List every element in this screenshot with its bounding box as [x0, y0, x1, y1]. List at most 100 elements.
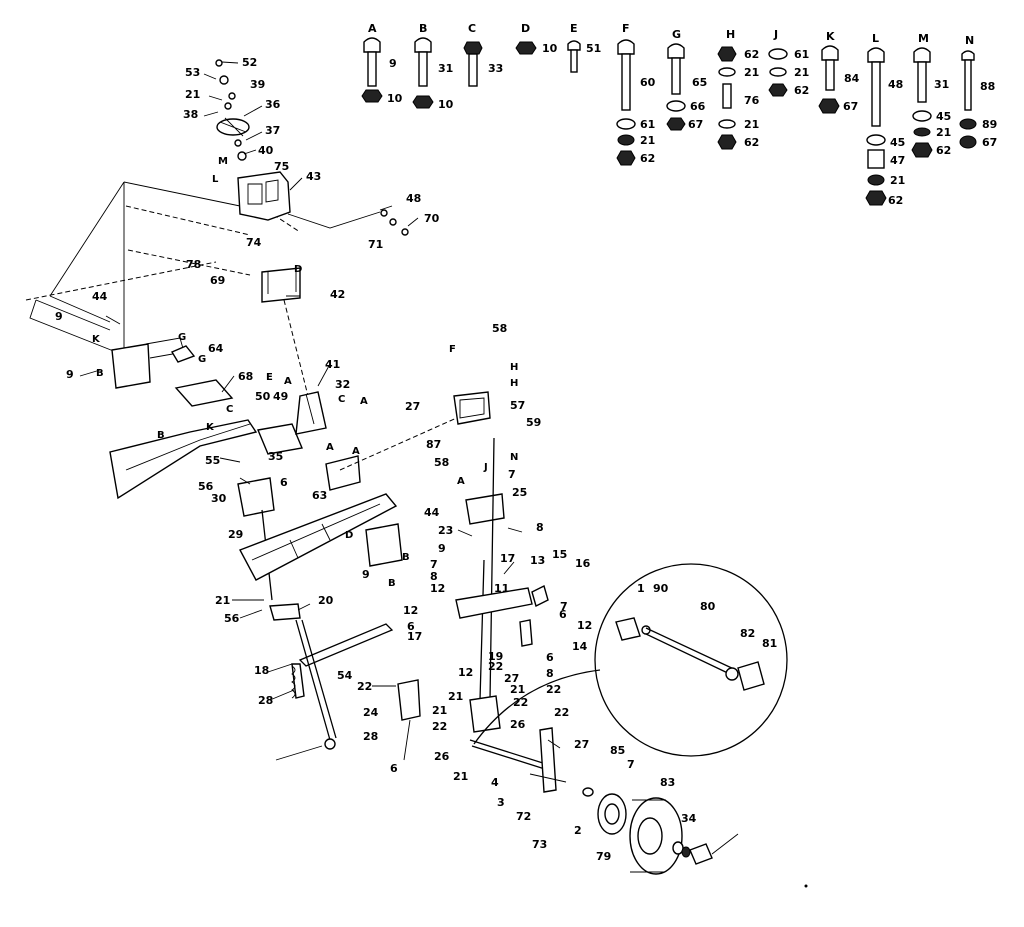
- hardware-group-n: N 88 89 67: [959, 34, 997, 149]
- callout-label: 6: [559, 608, 567, 621]
- part-label: 21: [890, 174, 905, 187]
- part-label: 45: [936, 110, 951, 123]
- callout-label: 48: [406, 192, 421, 205]
- hardware-letter-l: L: [872, 32, 879, 45]
- callout-label: 23: [438, 524, 453, 537]
- hardware-letter-e: E: [570, 22, 578, 35]
- callout-label: 27: [574, 738, 589, 751]
- callout-label: 12: [403, 604, 418, 617]
- hardware-letter-n: N: [965, 34, 974, 47]
- callout-label: 6: [390, 762, 398, 775]
- callout-label: 44: [92, 290, 108, 303]
- part-label: 45: [890, 136, 905, 149]
- callout-labels: 52 53 39 21 36 38 37 40 75 43 M L 74 48 …: [55, 56, 697, 863]
- part-label: 62: [936, 144, 951, 157]
- part-label: 9: [389, 57, 397, 70]
- hardware-group-a: A 9 10: [361, 22, 403, 105]
- hardware-group-j: J 61 21 62: [768, 28, 809, 97]
- hardware-group-l: L 48 45 47 21 62: [865, 32, 905, 207]
- callout-label: 24: [363, 706, 379, 719]
- part-label: 10: [387, 92, 403, 105]
- callout-label: 21: [510, 683, 525, 696]
- callout-label: 50: [255, 390, 271, 403]
- hardware-group-g: G 65 66 67: [666, 28, 707, 131]
- hardware-letter-d: D: [521, 22, 530, 35]
- callout-label: 8: [536, 521, 544, 534]
- callout-label: K: [92, 334, 101, 345]
- hardware-letter-h: H: [726, 28, 735, 41]
- callout-label: M: [218, 156, 228, 167]
- callout-label: B: [402, 552, 410, 563]
- callout-label: 83: [660, 776, 675, 789]
- callout-label: 12: [458, 666, 473, 679]
- callout-label: 39: [250, 78, 265, 91]
- callout-label: C: [226, 404, 233, 415]
- part-label: 62: [794, 84, 809, 97]
- callout-label: 82: [740, 627, 755, 640]
- callout-label: 58: [492, 322, 507, 335]
- callout-label: 30: [211, 492, 227, 505]
- callout-label: 49: [273, 390, 288, 403]
- callout-label: 20: [318, 594, 334, 607]
- hardware-group-f: F 60 61 21 62: [616, 22, 656, 166]
- callout-label: A: [326, 442, 334, 453]
- callout-label: 87: [426, 438, 441, 451]
- callout-label: E: [266, 372, 273, 383]
- callout-label: 22: [554, 706, 569, 719]
- callout-label: 59: [526, 416, 541, 429]
- callout-label: 22: [513, 696, 528, 709]
- hardware-group-d: D 10: [515, 22, 558, 55]
- part-label: 62: [888, 194, 903, 207]
- ink-dot: [804, 884, 808, 888]
- callout-label: A: [284, 376, 292, 387]
- part-label: 84: [844, 72, 860, 85]
- callout-label: 2: [574, 824, 582, 837]
- hardware-group-b: B 31 10: [412, 22, 454, 111]
- part-label: 88: [980, 80, 995, 93]
- callout-label: 17: [407, 630, 422, 643]
- callout-label: 3: [497, 796, 505, 809]
- callout-label: G: [198, 354, 206, 365]
- callout-label: 21: [185, 88, 200, 101]
- callout-label: H: [510, 378, 518, 389]
- hardware-group-h: H 62 21 76 21 62: [717, 28, 760, 150]
- callout-label: 6: [280, 476, 288, 489]
- callout-label: 1: [637, 582, 645, 595]
- part-label: 62: [744, 136, 759, 149]
- callout-label: 36: [265, 98, 281, 111]
- callout-label: 28: [363, 730, 378, 743]
- inset-detail: 1 90 80 82 81: [594, 563, 788, 757]
- callout-label: 21: [215, 594, 230, 607]
- callout-label: 71: [368, 238, 383, 251]
- part-label: 31: [438, 62, 453, 75]
- callout-label: 35: [268, 450, 283, 463]
- hardware-legend: A 9 10 B 31 10 C 33 D 10 E: [361, 22, 997, 207]
- part-label: 21: [936, 126, 951, 139]
- callout-label: 22: [432, 720, 447, 733]
- callout-label: 6: [407, 620, 415, 633]
- callout-label: 26: [510, 718, 526, 731]
- callout-label: 22: [488, 660, 503, 673]
- hardware-letter-c: C: [468, 22, 476, 35]
- callout-label: L: [212, 174, 219, 185]
- callout-label: 78: [186, 258, 201, 271]
- callout-label: 28: [258, 694, 273, 707]
- callout-label: D: [294, 264, 302, 275]
- hardware-letter-m: M: [918, 32, 929, 45]
- part-label: 51: [586, 42, 601, 55]
- part-label: 76: [744, 94, 760, 107]
- part-label: 31: [934, 78, 949, 91]
- callout-label: 21: [448, 690, 463, 703]
- callout-label: B: [96, 368, 104, 379]
- hardware-letter-k: K: [826, 30, 835, 43]
- callout-label: 55: [205, 454, 220, 467]
- callout-label: 38: [183, 108, 198, 121]
- callout-label: 68: [238, 370, 253, 383]
- callout-label: 54: [337, 669, 353, 682]
- callout-label: 57: [510, 399, 525, 412]
- callout-label: 52: [242, 56, 257, 69]
- callout-label: 58: [434, 456, 449, 469]
- callout-label: B: [157, 430, 165, 441]
- callout-label: 34: [681, 812, 697, 825]
